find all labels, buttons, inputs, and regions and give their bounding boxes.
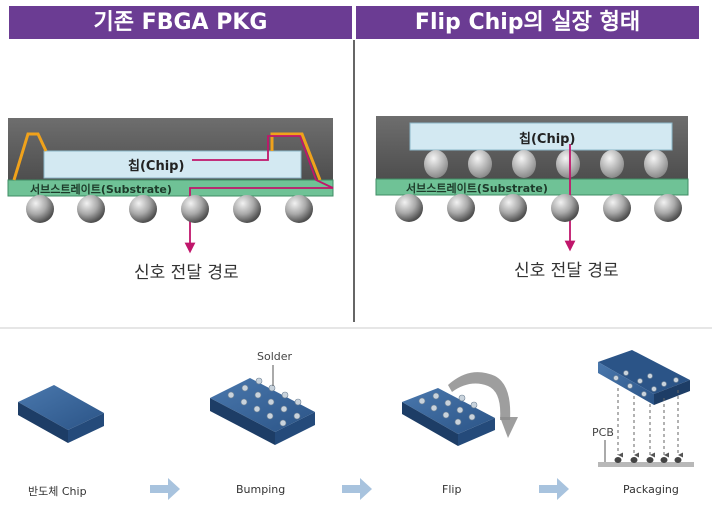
right-chip-label: 칩(Chip) bbox=[519, 132, 576, 147]
substrate bbox=[375, 178, 689, 196]
step-label-die: 반도체 Chip bbox=[28, 485, 87, 498]
pcb-board bbox=[598, 462, 694, 467]
left-chip-label: 칩(Chip) bbox=[128, 159, 185, 174]
step-bumped-die bbox=[210, 365, 315, 445]
step-packaging bbox=[598, 350, 694, 467]
solder-callout: Solder bbox=[257, 350, 293, 363]
bond-wire-right bbox=[270, 132, 322, 181]
flipchip-package bbox=[375, 116, 689, 252]
right-panel-title: Flip Chip의 실장 형태 bbox=[356, 6, 699, 39]
signal-path-arrow bbox=[184, 135, 334, 254]
left-substrate-label: 서브스트레이트(Substrate) bbox=[30, 183, 172, 196]
right-substrate-label: 서브스트레이트(Substrate) bbox=[406, 182, 548, 195]
step-label-flip: Flip bbox=[442, 483, 462, 496]
solder-balls bbox=[26, 195, 313, 223]
solder-balls bbox=[395, 194, 682, 222]
chip bbox=[409, 122, 673, 151]
pcb-callout: PCB bbox=[592, 426, 614, 439]
left-panel-title: 기존 FBGA PKG bbox=[9, 6, 352, 39]
left-signal-path-label: 신호 전달 경로 bbox=[134, 263, 239, 283]
solder-bumps bbox=[424, 150, 668, 178]
step-label-packaging: Packaging bbox=[623, 483, 679, 496]
step-label-bumping: Bumping bbox=[236, 483, 286, 496]
chip bbox=[43, 150, 302, 179]
right-signal-path-label: 신호 전달 경로 bbox=[514, 261, 619, 281]
flip-arrow bbox=[448, 372, 511, 420]
bond-wire-left bbox=[12, 132, 48, 181]
process-arrows bbox=[150, 478, 569, 500]
step-die bbox=[18, 385, 104, 443]
fbga-package bbox=[7, 118, 334, 254]
step-flip bbox=[402, 372, 518, 446]
